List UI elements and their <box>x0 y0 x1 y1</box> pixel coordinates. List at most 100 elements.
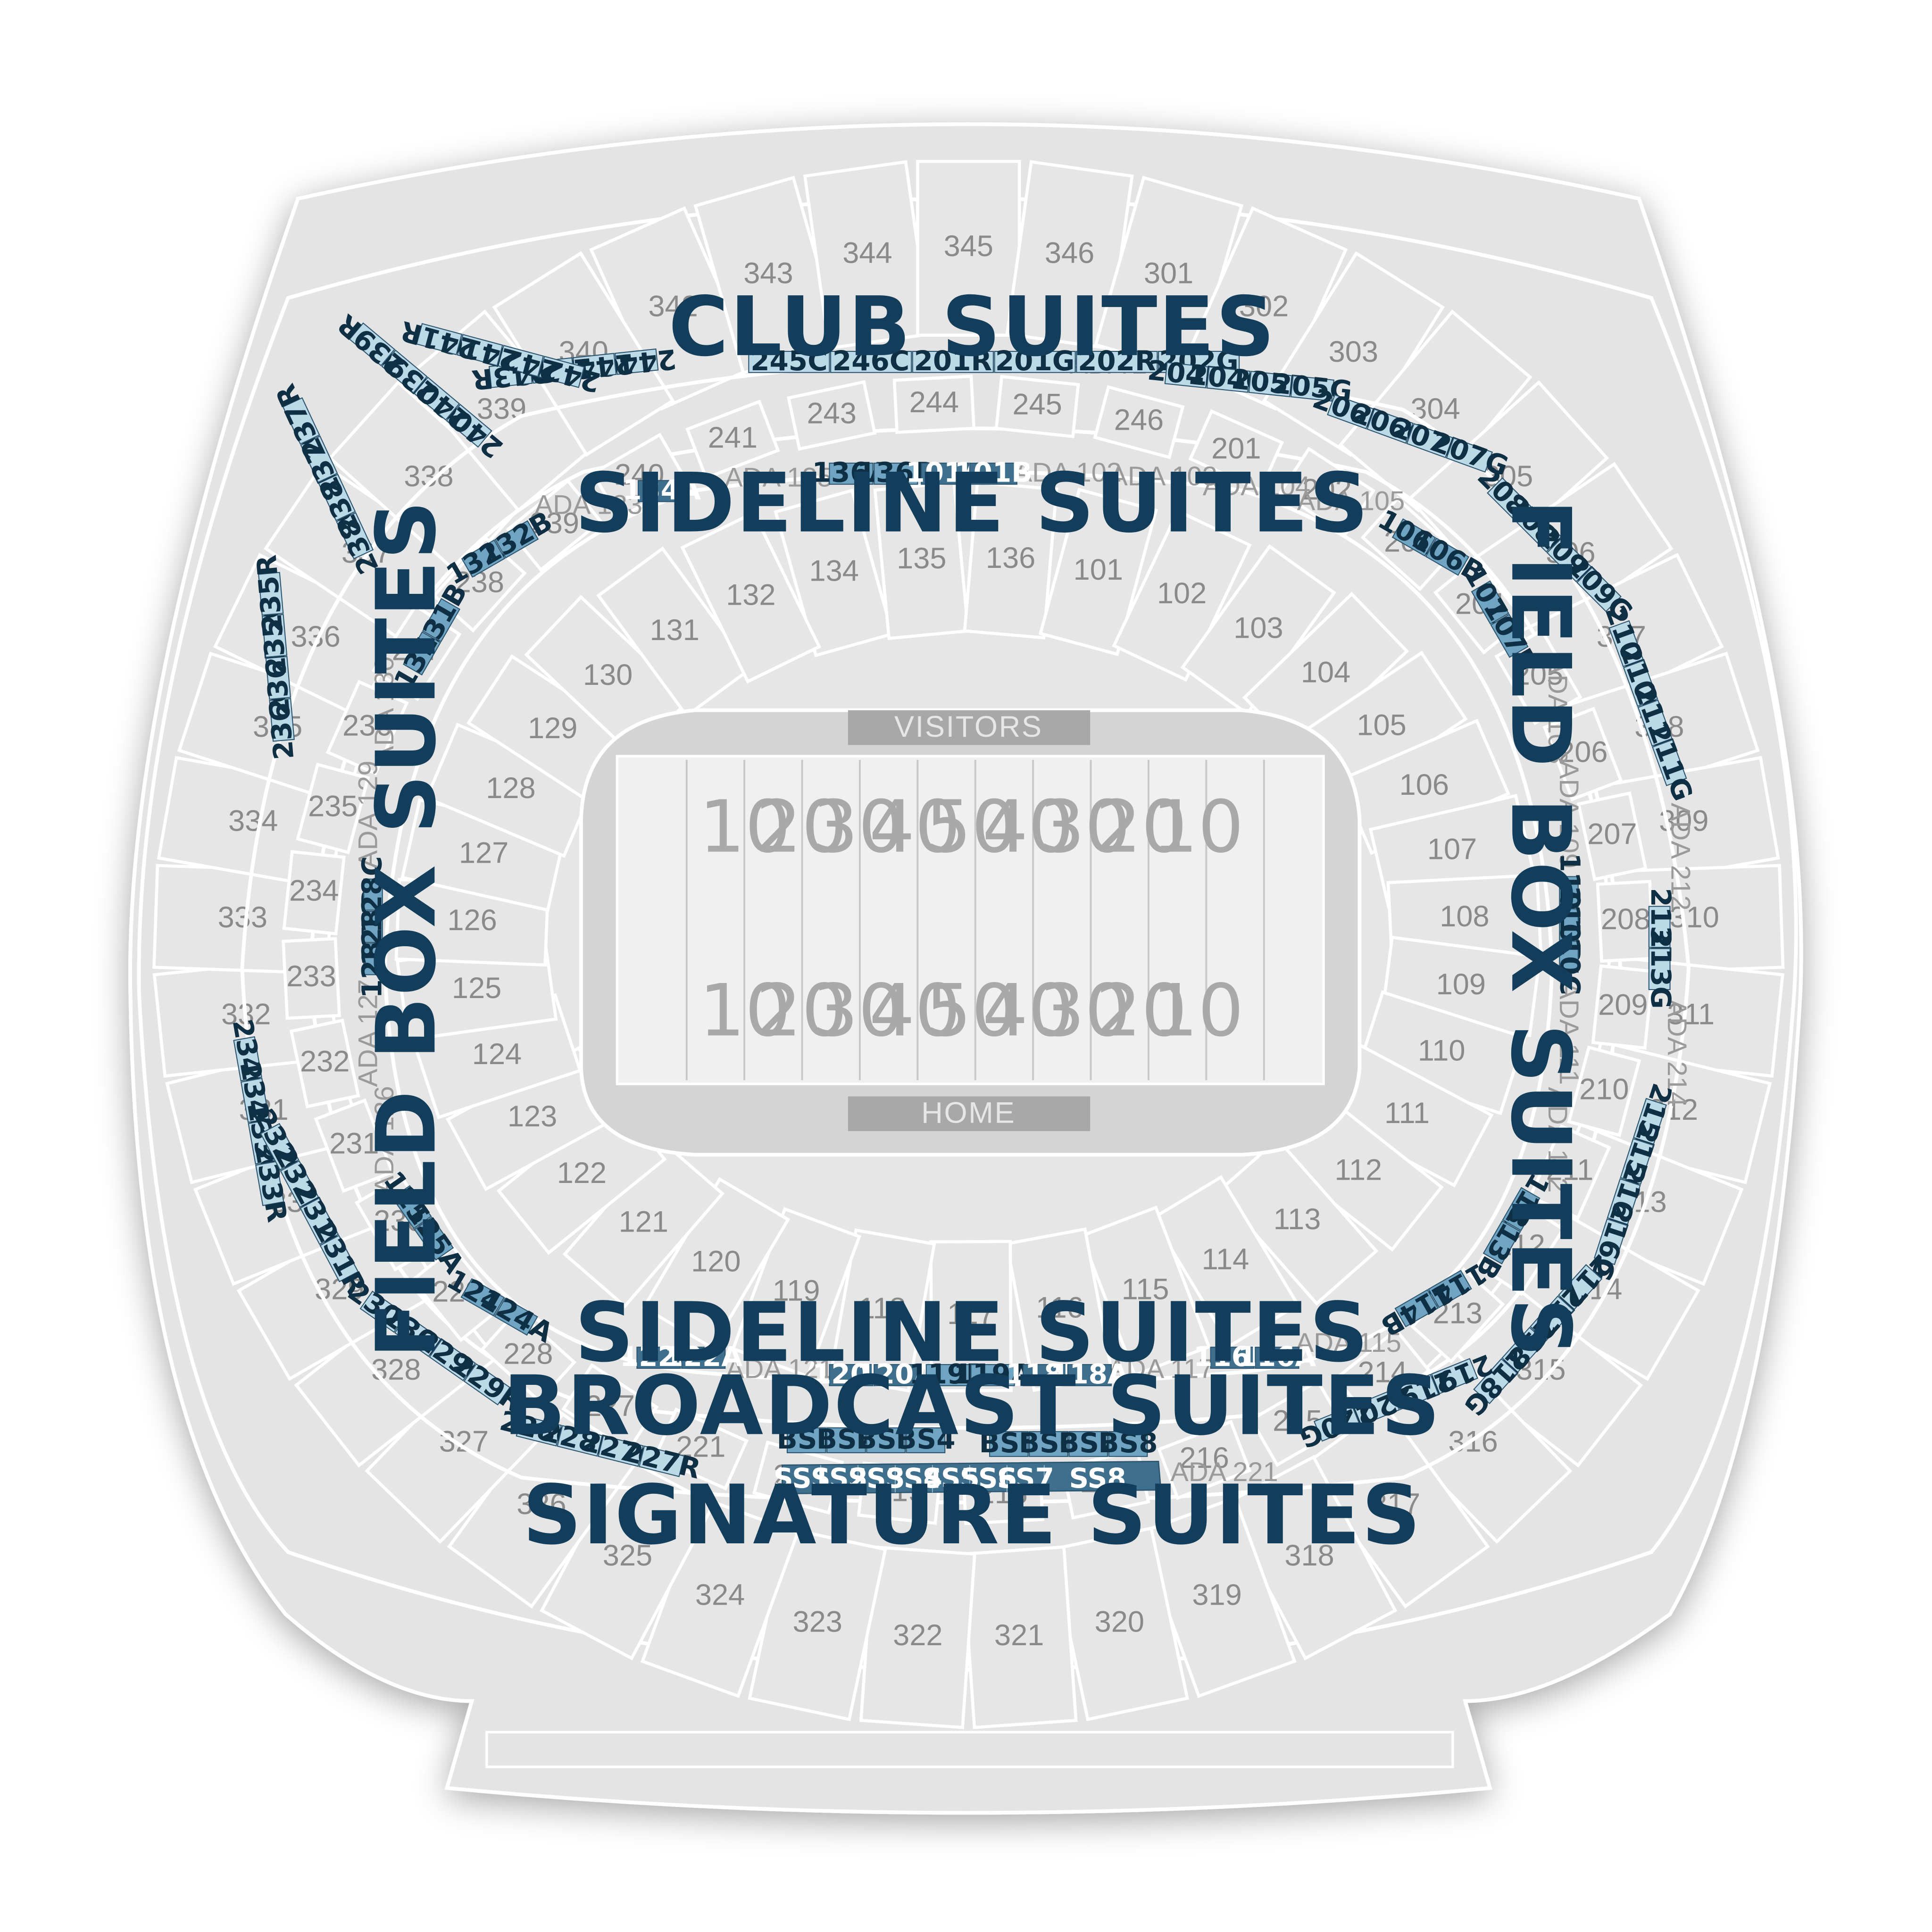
suite-shape[interactable] <box>461 539 506 578</box>
club-suite-201R[interactable]: 201R <box>912 345 994 377</box>
suite-shape[interactable] <box>1473 1358 1518 1404</box>
suite-shape[interactable] <box>1206 366 1251 393</box>
signature-suite-SS5[interactable]: SS5 <box>923 1462 980 1494</box>
section-102[interactable]: 102 <box>1112 509 1252 682</box>
suite-shape[interactable] <box>866 1427 906 1453</box>
section-shape[interactable] <box>282 937 341 1020</box>
club-suite-205G[interactable]: 205G <box>1271 367 1354 407</box>
broadcast-suite-BS2[interactable]: BS2 <box>816 1423 876 1455</box>
suite-shape[interactable] <box>319 1234 359 1282</box>
section-113[interactable]: 113 <box>1216 1137 1379 1306</box>
suite-shape[interactable] <box>912 350 994 373</box>
section-shape[interactable] <box>506 478 603 572</box>
suite-shape[interactable] <box>280 1160 319 1208</box>
suite-shape[interactable] <box>1632 1098 1667 1145</box>
section-shape[interactable] <box>1542 707 1623 801</box>
broadcast-suite-BS4[interactable]: BS4 <box>896 1423 955 1455</box>
signature-suite-SS3[interactable]: SS3 <box>848 1462 905 1494</box>
suite-shape[interactable] <box>269 698 295 742</box>
section-321[interactable]: 321 <box>960 1545 1078 1729</box>
section-shape[interactable] <box>1591 964 1655 1050</box>
suite-shape[interactable] <box>1164 362 1208 389</box>
suite-shape[interactable] <box>1210 1347 1255 1369</box>
signature-suite-SS7[interactable]: SS7 <box>997 1462 1054 1494</box>
section-210[interactable]: 210 <box>1566 1045 1641 1137</box>
section-206[interactable]: 206 <box>1542 707 1624 801</box>
suite-shape[interactable] <box>359 1291 407 1333</box>
section-shape[interactable] <box>314 1098 394 1193</box>
suite-shape[interactable] <box>994 350 1076 373</box>
section-233[interactable]: 233 <box>282 937 341 1020</box>
sideline-suite-118A[interactable]: 118A <box>1050 1358 1129 1390</box>
section-shape[interactable] <box>1150 1175 1300 1348</box>
suite-shape[interactable] <box>363 943 383 975</box>
suite-shape[interactable] <box>1608 620 1644 667</box>
suite-shape[interactable] <box>233 1036 262 1082</box>
suite-shape[interactable] <box>460 1278 505 1317</box>
section-shape[interactable] <box>480 1308 577 1403</box>
section-120[interactable]: 120 <box>641 1177 791 1350</box>
suite-shape[interactable] <box>1391 518 1436 557</box>
section-118[interactable]: 118 <box>828 1228 936 1393</box>
section-209[interactable]: 209 <box>1591 964 1655 1050</box>
suite-shape[interactable] <box>636 1347 681 1369</box>
section-shape[interactable] <box>1112 509 1252 682</box>
suite-shape[interactable] <box>830 350 912 373</box>
suite-shape[interactable] <box>748 350 830 373</box>
section-221[interactable]: 221 <box>653 1407 749 1491</box>
suite-shape[interactable] <box>1559 876 1579 908</box>
suite-shape[interactable] <box>413 376 460 421</box>
sideline-suite-119A[interactable]: 119A <box>954 1358 1032 1390</box>
section-shape[interactable] <box>410 1245 504 1342</box>
suite-shape[interactable] <box>258 572 284 616</box>
suite-shape[interactable] <box>429 1339 476 1382</box>
suite-shape[interactable] <box>1029 1431 1068 1457</box>
section-236[interactable]: 236 <box>324 680 409 775</box>
signature-suite-SS4[interactable]: SS4 <box>885 1462 942 1494</box>
section-115[interactable]: 115 <box>1079 1205 1211 1377</box>
suite-shape[interactable] <box>1391 1374 1439 1410</box>
club-suite-245C[interactable]: 245C <box>748 345 830 377</box>
sideline-suite-136B[interactable]: 136B <box>857 457 935 489</box>
section-shape[interactable] <box>325 680 409 775</box>
suite-shape[interactable] <box>639 1445 685 1477</box>
signature-suite-SS2[interactable]: SS2 <box>811 1462 868 1494</box>
suite-shape[interactable] <box>422 598 461 642</box>
suite-shape[interactable] <box>826 1427 866 1453</box>
suite-shape[interactable] <box>282 397 320 445</box>
suite-shape[interactable] <box>1607 1178 1641 1225</box>
suite-shape[interactable] <box>1428 1270 1472 1308</box>
section-344[interactable]: 344 <box>803 160 932 350</box>
section-shape[interactable] <box>1249 1379 1346 1467</box>
section-245[interactable]: 245 <box>994 375 1080 438</box>
suite-shape[interactable] <box>1502 1187 1541 1232</box>
suite-shape[interactable] <box>1487 477 1532 523</box>
suite-shape[interactable] <box>1394 1289 1439 1328</box>
suite-shape[interactable] <box>538 356 585 388</box>
suite-shape[interactable] <box>989 1431 1029 1457</box>
suite-shape[interactable] <box>1546 537 1592 583</box>
suite-shape[interactable] <box>1313 1405 1361 1442</box>
section-shape[interactable] <box>1188 409 1284 492</box>
section-shape[interactable] <box>873 481 970 641</box>
suite-shape[interactable] <box>1482 1220 1521 1265</box>
broadcast-suite-BS8[interactable]: BS8 <box>1098 1427 1158 1459</box>
suite-shape[interactable] <box>255 1161 284 1207</box>
broadcast-suite-BS7[interactable]: BS7 <box>1058 1427 1118 1459</box>
section-239[interactable]: 239 <box>506 478 603 572</box>
suite-shape[interactable] <box>498 345 544 377</box>
suite-shape[interactable] <box>1108 1431 1148 1457</box>
suite-shape[interactable] <box>906 1427 946 1453</box>
suite-shape[interactable] <box>494 1297 538 1336</box>
suite-shape[interactable] <box>1067 1364 1112 1386</box>
section-shape[interactable] <box>916 159 1021 337</box>
section-shape[interactable] <box>680 510 822 684</box>
suite-shape[interactable] <box>336 512 374 559</box>
section-343[interactable]: 343 <box>693 175 843 375</box>
suite-shape[interactable] <box>1559 941 1579 973</box>
section-shape[interactable] <box>296 762 370 855</box>
section-shape[interactable] <box>561 1363 659 1453</box>
suite-shape[interactable] <box>261 614 288 658</box>
sideline-suite-119B[interactable]: 119B <box>909 1358 987 1390</box>
suite-shape[interactable] <box>1406 423 1454 458</box>
